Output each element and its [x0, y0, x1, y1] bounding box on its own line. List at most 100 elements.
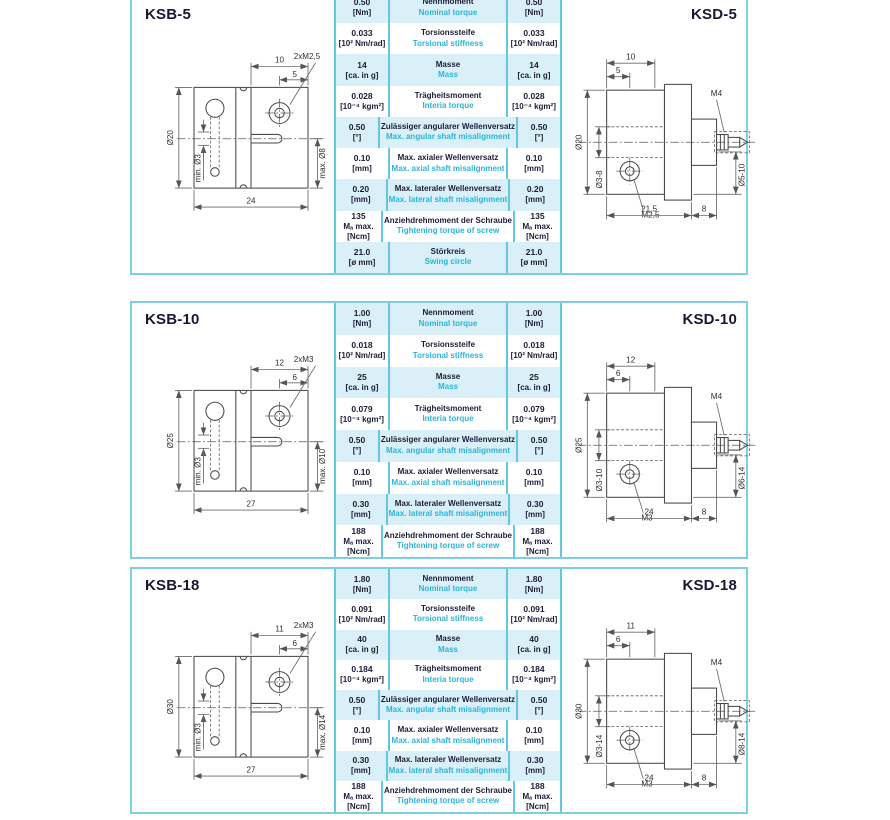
value-cell-right: 0.30[mm]: [510, 751, 560, 781]
label-english: Nominal torque: [418, 584, 478, 594]
spec-value: 0.30: [526, 755, 544, 766]
spec-value: 0.20: [526, 184, 544, 195]
value-cell-right: 0.10[mm]: [508, 720, 560, 750]
spec-unit: [10⁻⁴ kgm²]: [340, 101, 384, 111]
value-cell-left: 0.10[mm]: [336, 720, 388, 750]
value-cell-right: 14[ca. in g]: [508, 54, 560, 85]
spec-unit: [°]: [534, 446, 544, 456]
value-cell-right: 21.0[ø mm]: [508, 242, 560, 273]
right-model-title: KSD-10: [682, 311, 737, 328]
value-cell-left: 40[ca. in g]: [336, 630, 388, 660]
dim-outer-diameter: Ø20: [166, 130, 175, 146]
value-cell-left: 0.079[10⁻⁴ kgm²]: [336, 398, 388, 430]
spec-value: 0.018: [523, 340, 545, 351]
dim-top-width: 10: [626, 52, 636, 61]
spec-unit: [°]: [352, 132, 362, 142]
value-cell-left: 0.018[10² Nm/rad]: [336, 335, 388, 367]
spec-value: 0.50: [348, 435, 366, 446]
label-german: Trägheitsmoment: [414, 664, 482, 674]
spec-unit: [ca. in g]: [345, 70, 379, 80]
spec-value: 0.10: [525, 153, 543, 164]
set-screw-label: M4: [711, 89, 723, 98]
spec-value: 0.30: [526, 498, 544, 509]
spec-unit: Mₐ max. [Ncm]: [522, 791, 553, 811]
value-cell-left: 0.10[mm]: [336, 462, 388, 494]
spec-value: 135: [530, 210, 545, 221]
spec-value: 0.184: [523, 664, 545, 675]
value-cell-left: 0.50[°]: [336, 430, 378, 462]
label-german: Torsionssteife: [420, 603, 476, 613]
spec-unit: [Nm]: [352, 8, 372, 18]
spec-value: 0.50: [348, 121, 366, 132]
screw-callout-label: 2xM3: [294, 355, 314, 364]
spec-unit: [10² Nm/rad]: [510, 351, 558, 361]
label-english: Mass: [437, 644, 458, 654]
value-cell-right: 1.00[Nm]: [508, 303, 560, 335]
spec-value: 0.184: [351, 664, 373, 675]
label-english: Max. angular shaft misalignment: [385, 445, 510, 455]
spec-unit: [ca. in g]: [517, 645, 551, 655]
flex-slit: [251, 436, 283, 447]
label-german: Max. lateraler Wellenversatz: [394, 498, 502, 508]
spec-value: 0.091: [351, 603, 373, 614]
dim-top-width: 12: [626, 355, 636, 364]
label-english: Mass: [437, 70, 458, 80]
label-german: Zulässiger angularer Wellenversatz: [380, 121, 516, 131]
label-english: Max. angular shaft misalignment: [385, 705, 510, 715]
spec-unit: [10² Nm/rad]: [510, 614, 558, 624]
dim-max-bore: max. Ø10: [318, 448, 327, 483]
label-english: Max. axial shaft misalignment: [391, 477, 505, 487]
dim-bore-range: Ø3-10: [595, 468, 604, 491]
spec-unit: [mm]: [352, 164, 372, 174]
spec-value: 0.30: [352, 498, 370, 509]
spec-unit: [Nm]: [352, 319, 372, 329]
spec-unit: [10⁻⁴ kgm²]: [340, 414, 384, 424]
dim-outer-diameter: Ø20: [575, 134, 584, 150]
spec-unit: [10² Nm/rad]: [338, 614, 386, 624]
spec-unit: [Nm]: [524, 8, 544, 18]
ksb-technical-drawing: 11 6 2xM3 Ø30 min. Ø3 27: [166, 621, 327, 780]
spec-unit: [mm]: [352, 478, 372, 488]
dim-top-width: 11: [275, 625, 284, 634]
spec-unit: [10² Nm/rad]: [510, 39, 558, 49]
label-german: Max. axialer Wellenversatz: [397, 467, 499, 477]
label-english: Interia torque: [422, 414, 474, 424]
spec-value: 25: [529, 371, 539, 382]
spec-unit: Mₐ max. [Ncm]: [343, 221, 374, 241]
ksb-technical-drawing: 10 5 2xM2,5 Ø20 min. Ø3 24: [166, 52, 327, 211]
set-screw-label: M4: [711, 392, 723, 401]
value-cell-right: 0.50[°]: [518, 690, 560, 720]
dim-top-width: 10: [275, 56, 284, 65]
dim-outer-diameter: Ø30: [575, 703, 584, 719]
spec-unit: [mm]: [524, 736, 544, 746]
dim-bore-range: Ø3-14: [595, 734, 604, 757]
spec-value: 0.10: [525, 725, 543, 736]
value-cell-left: 0.10[mm]: [336, 148, 388, 179]
value-cell-left: 14[ca. in g]: [336, 54, 388, 85]
label-german: Trägheitsmoment: [414, 90, 482, 100]
